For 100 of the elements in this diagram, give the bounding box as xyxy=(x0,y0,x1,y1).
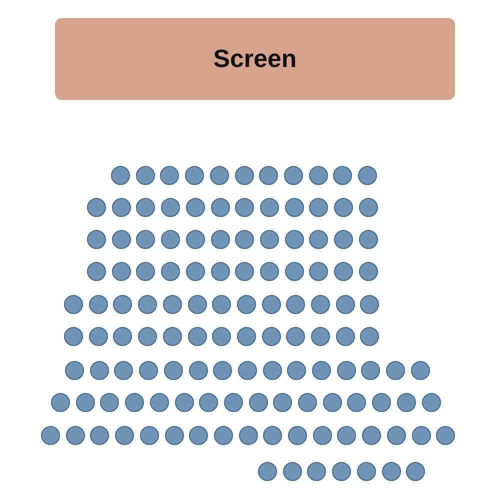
seat xyxy=(210,198,230,217)
seat xyxy=(186,262,205,281)
seat xyxy=(136,262,156,281)
seat xyxy=(76,393,95,412)
seat xyxy=(140,426,159,445)
seat xyxy=(136,166,155,185)
seat xyxy=(115,426,134,445)
seat xyxy=(164,361,183,380)
seat xyxy=(235,198,254,217)
seat xyxy=(334,262,353,281)
seat xyxy=(111,166,130,185)
seat xyxy=(87,262,106,281)
seat xyxy=(262,327,281,346)
seat xyxy=(235,262,254,281)
seat xyxy=(162,295,182,314)
seat xyxy=(161,198,180,217)
seat xyxy=(336,327,355,346)
seat xyxy=(114,361,134,380)
seat xyxy=(358,198,378,217)
seat xyxy=(356,462,376,481)
seat xyxy=(87,230,106,249)
seat xyxy=(284,230,304,249)
seat xyxy=(161,230,180,249)
seat xyxy=(238,426,258,445)
seat xyxy=(386,361,406,380)
seat xyxy=(309,262,328,281)
seat xyxy=(87,198,106,217)
seat xyxy=(382,462,400,481)
seat xyxy=(337,426,356,445)
seat xyxy=(138,295,158,314)
seat xyxy=(210,230,230,249)
seat xyxy=(189,426,208,445)
seat xyxy=(312,426,332,445)
seat xyxy=(259,166,278,185)
seat xyxy=(66,426,85,445)
seat xyxy=(309,198,328,217)
seat xyxy=(307,462,326,481)
seat xyxy=(236,295,256,314)
seat xyxy=(436,426,456,445)
seat xyxy=(112,230,131,249)
seat xyxy=(213,361,232,380)
seat xyxy=(410,361,430,380)
seat xyxy=(64,295,83,314)
seat xyxy=(88,295,108,314)
seat xyxy=(112,262,131,281)
seat xyxy=(112,198,131,217)
seat xyxy=(138,327,158,346)
seat xyxy=(406,462,426,481)
seat xyxy=(358,166,377,185)
seat xyxy=(212,327,232,346)
seat xyxy=(235,230,254,249)
seat xyxy=(362,426,382,445)
seat xyxy=(334,230,353,249)
seat xyxy=(186,230,205,249)
seat xyxy=(64,327,83,346)
seat xyxy=(412,426,430,445)
seat xyxy=(260,198,279,217)
seat xyxy=(333,166,352,185)
seat xyxy=(65,361,84,380)
seat xyxy=(263,426,282,445)
seat xyxy=(358,230,378,249)
seat xyxy=(100,393,120,412)
seat xyxy=(334,198,353,217)
seat xyxy=(210,262,230,281)
seat xyxy=(88,327,108,346)
seat xyxy=(312,361,331,380)
seat xyxy=(185,166,204,185)
seat xyxy=(422,393,440,412)
seat xyxy=(90,426,110,445)
seat xyxy=(298,393,317,412)
seat xyxy=(287,361,306,380)
seat xyxy=(150,393,169,412)
seat xyxy=(347,393,366,412)
seat xyxy=(358,262,378,281)
seat xyxy=(262,295,281,314)
seat xyxy=(284,262,304,281)
seat xyxy=(260,230,279,249)
seat xyxy=(164,426,184,445)
seat xyxy=(188,327,206,346)
seat xyxy=(199,393,218,412)
seat xyxy=(210,166,229,185)
seat xyxy=(282,462,302,481)
seat xyxy=(224,393,243,412)
seat xyxy=(90,361,109,380)
seat xyxy=(41,426,60,445)
seat xyxy=(174,393,194,412)
seat xyxy=(309,230,328,249)
seat xyxy=(361,361,380,380)
seat xyxy=(186,198,205,217)
screen-label: Screen xyxy=(213,44,297,74)
seat xyxy=(286,327,306,346)
seat xyxy=(214,426,233,445)
seat xyxy=(51,393,70,412)
seat xyxy=(284,166,303,185)
seat xyxy=(113,295,132,314)
seat xyxy=(284,198,304,217)
seat xyxy=(332,462,352,481)
seat xyxy=(288,426,307,445)
seat xyxy=(308,166,328,185)
seat xyxy=(162,327,182,346)
